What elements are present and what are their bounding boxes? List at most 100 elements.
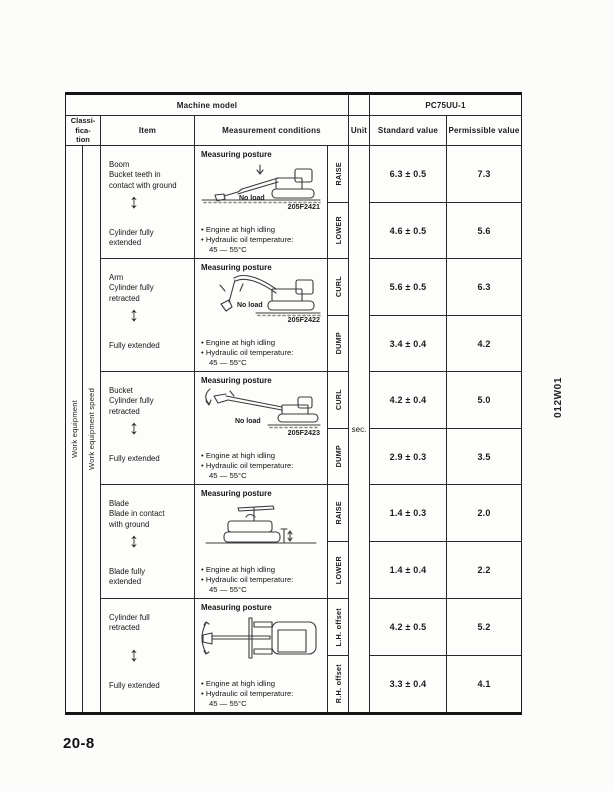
item-cell-offset: Cylinder full retracted ↕ Fully extended	[101, 599, 195, 712]
posture-label: Measuring posture	[201, 603, 272, 612]
posture-label: Measuring posture	[201, 489, 272, 498]
condition-line: 45 — 55°C	[209, 699, 247, 709]
direction-cell: DUMP	[328, 429, 349, 485]
classification-outer-cell: Work equipment	[66, 146, 83, 712]
measurement-conditions-list: • Engine at high idling • Hydraulic oil …	[201, 565, 293, 595]
direction-label: L.H. offset	[333, 607, 343, 647]
condition-line: 45 — 55°C	[209, 358, 247, 368]
direction-cell: RAISE	[328, 485, 349, 542]
permissible-value-cell: 4.1	[477, 679, 491, 689]
item-cell-bucket: Bucket Cylinder fully retracted ↕ Fully …	[101, 372, 195, 485]
direction-cell: DUMP	[328, 316, 349, 372]
no-load-label: No load	[239, 195, 265, 202]
classification-inner-cell: Work equipment speed	[83, 146, 101, 712]
permissible-value-cell: 7.3	[447, 146, 521, 203]
item-top-text: Cylinder full retracted	[109, 613, 150, 633]
no-load-label: No load	[237, 302, 263, 309]
permissible-value-cell: 5.2	[447, 599, 521, 656]
permissible-value-cell: 5.6	[447, 203, 521, 259]
conditions-cell-offset: Measuring posture • Engine at high idlin…	[195, 599, 328, 712]
header-gap-cell	[349, 95, 370, 116]
item-top-text: Blade Blade in contact with ground	[109, 499, 165, 529]
permissible-value-cell: 2.0	[447, 485, 521, 542]
condition-line: 45 — 55°C	[209, 585, 247, 595]
boom-excavator-illustration	[201, 164, 321, 204]
item-top-text: Boom Bucket teeth in contact with ground	[109, 160, 177, 190]
direction-cell: LOWER	[328, 542, 349, 599]
condition-line: • Hydraulic oil temperature:	[201, 689, 294, 699]
measurement-conditions-list: • Engine at high idling • Hydraulic oil …	[201, 451, 293, 481]
direction-cell: CURL	[328, 372, 349, 429]
condition-line: • Engine at high idling	[201, 451, 276, 461]
measurement-conditions-list: • Engine at high idling • Hydraulic oil …	[201, 225, 293, 255]
page-side-code: 012W01	[549, 372, 567, 422]
offset-top-view-illustration	[201, 617, 317, 659]
blade-dozer-illustration	[205, 505, 317, 544]
standard-value-cell: 3.3 ± 0.4	[370, 656, 447, 712]
standard-value-cell: 4.6 ± 0.5	[370, 203, 447, 259]
condition-line: • Engine at high idling	[201, 225, 276, 235]
standard-value-cell: 5.6 ± 0.5	[370, 259, 447, 316]
item-bottom-text: Fully extended	[109, 681, 160, 690]
measurement-table: Machine model PC75UU-1 Classi- fica- tio…	[65, 92, 522, 715]
condition-line: • Engine at high idling	[201, 565, 276, 575]
condition-line: • Hydraulic oil temperature:	[201, 575, 294, 585]
permissible-value-cell: 6.3	[447, 259, 521, 316]
posture-label: Measuring posture	[201, 376, 272, 385]
permissible-value-cell: 3.5	[447, 429, 521, 485]
condition-line: • Hydraulic oil temperature:	[201, 461, 294, 471]
conditions-cell-blade: Measuring posture • Engine at high idlin…	[195, 485, 328, 599]
condition-line: 45 — 55°C	[209, 471, 247, 481]
item-bottom-text: Cylinder fully extended	[109, 228, 154, 248]
direction-cell: R.H. offset	[328, 656, 349, 712]
direction-cell: CURL	[328, 259, 349, 316]
classification-inner-label: Work equipment speed	[87, 388, 96, 470]
classification-header: Classi- fica- tion	[66, 116, 101, 146]
model-name-header: PC75UU-1	[370, 95, 521, 116]
item-top-text: Arm Cylinder fully retracted	[109, 273, 154, 303]
extend-retract-arrow-icon: ↕	[129, 417, 139, 439]
condition-line: • Engine at high idling	[201, 338, 276, 348]
standard-value-cell: 3.4 ± 0.4	[370, 316, 447, 372]
direction-label: CURL	[333, 276, 343, 298]
direction-cell: LOWER	[328, 203, 349, 259]
unit-header: Unit	[349, 116, 370, 146]
standard-value-cell: 4.2 ± 0.4	[370, 372, 447, 429]
figure-number: 205F2423	[287, 428, 320, 437]
no-load-label: No load	[235, 418, 261, 425]
direction-label: CURL	[333, 389, 343, 411]
unit-value-cell: sec.	[349, 146, 370, 712]
direction-label: R.H. offset	[333, 664, 343, 704]
machine-model-header: Machine model	[66, 95, 349, 116]
permissible-value-cell: 4.2	[447, 316, 521, 372]
condition-line: • Engine at high idling	[201, 679, 276, 689]
direction-label: LOWER	[333, 216, 343, 245]
measurement-conditions-list: • Engine at high idling • Hydraulic oil …	[201, 679, 293, 709]
standard-value-header: Standard value	[370, 116, 447, 146]
item-header: Item	[101, 116, 195, 146]
direction-cell: RAISE	[328, 146, 349, 203]
measurement-conditions-list: • Engine at high idling • Hydraulic oil …	[201, 338, 293, 368]
condition-line: 45 — 55°C	[209, 245, 247, 255]
item-top-text: Bucket Cylinder fully retracted	[109, 386, 154, 416]
item-cell-boom: Boom Bucket teeth in contact with ground…	[101, 146, 195, 259]
standard-value-cell: 4.2 ± 0.5	[370, 599, 447, 656]
standard-value-cell: 2.9 ± 0.3	[370, 429, 447, 485]
standard-value-cell: 6.3 ± 0.5	[370, 146, 447, 203]
item-bottom-text: Fully extended	[109, 341, 160, 350]
conditions-cell-arm: Measuring posture No load 205F2422 • Eng…	[195, 259, 328, 372]
item-bottom-text: Blade fully extended	[109, 567, 145, 587]
conditions-cell-bucket: Measuring posture No load 205F2423 • Eng…	[195, 372, 328, 485]
condition-line: • Hydraulic oil temperature:	[201, 348, 294, 358]
standard-value-cell: 1.4 ± 0.3	[370, 485, 447, 542]
extend-retract-arrow-icon: ↕	[129, 304, 139, 326]
standard-value-cell: 1.4 ± 0.4	[370, 542, 447, 599]
posture-label: Measuring posture	[201, 263, 272, 272]
classification-outer-label: Work equipment	[69, 400, 79, 458]
item-cell-blade: Blade Blade in contact with ground ↕ Bla…	[101, 485, 195, 599]
condition-line: • Hydraulic oil temperature:	[201, 235, 294, 245]
permissible-value-header: Permissible value	[447, 116, 521, 146]
direction-label: DUMP	[333, 332, 343, 355]
arm-excavator-illustration	[219, 275, 321, 317]
extend-retract-arrow-icon: ↕	[129, 191, 139, 213]
